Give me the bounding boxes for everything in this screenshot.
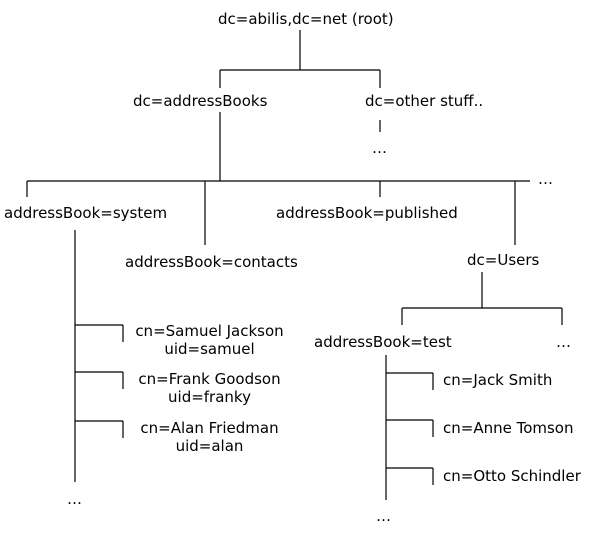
node-addressbook-system: addressBook=system xyxy=(4,204,168,222)
entry-system-3: cn=Alan Friedman uid=alan xyxy=(132,419,287,455)
entry-uid: uid=alan xyxy=(175,437,244,455)
entry-uid: uid=samuel xyxy=(164,340,255,358)
entry-test-3: cn=Otto Schindler xyxy=(443,467,581,485)
entry-system-2: cn=Frank Goodson uid=franky xyxy=(132,370,287,406)
node-addressbook-published: addressBook=published xyxy=(276,204,458,222)
entry-cn: cn=Alan Friedman xyxy=(140,419,279,437)
node-other-stuff-ellipsis: … xyxy=(372,139,387,157)
users-ellipsis: … xyxy=(556,333,571,351)
node-root: dc=abilis,dc=net (root) xyxy=(218,10,394,28)
node-addressbook-test: addressBook=test xyxy=(314,333,452,351)
entry-test-2: cn=Anne Tomson xyxy=(443,419,574,437)
test-entries-ellipsis: … xyxy=(376,507,391,525)
entry-test-1: cn=Jack Smith xyxy=(443,371,553,389)
entry-uid: uid=franky xyxy=(168,388,251,406)
entry-cn: cn=Frank Goodson xyxy=(138,370,281,388)
entry-cn: cn=Samuel Jackson xyxy=(135,322,284,340)
system-entries-ellipsis: … xyxy=(67,490,82,508)
node-addressbook-contacts: addressBook=contacts xyxy=(125,253,298,271)
node-other-stuff: dc=other stuff.. xyxy=(365,92,484,110)
node-level2-ellipsis: … xyxy=(538,170,553,188)
node-users: dc=Users xyxy=(467,251,540,269)
entry-system-1: cn=Samuel Jackson uid=samuel xyxy=(132,322,287,358)
node-address-books: dc=addressBooks xyxy=(133,92,268,110)
